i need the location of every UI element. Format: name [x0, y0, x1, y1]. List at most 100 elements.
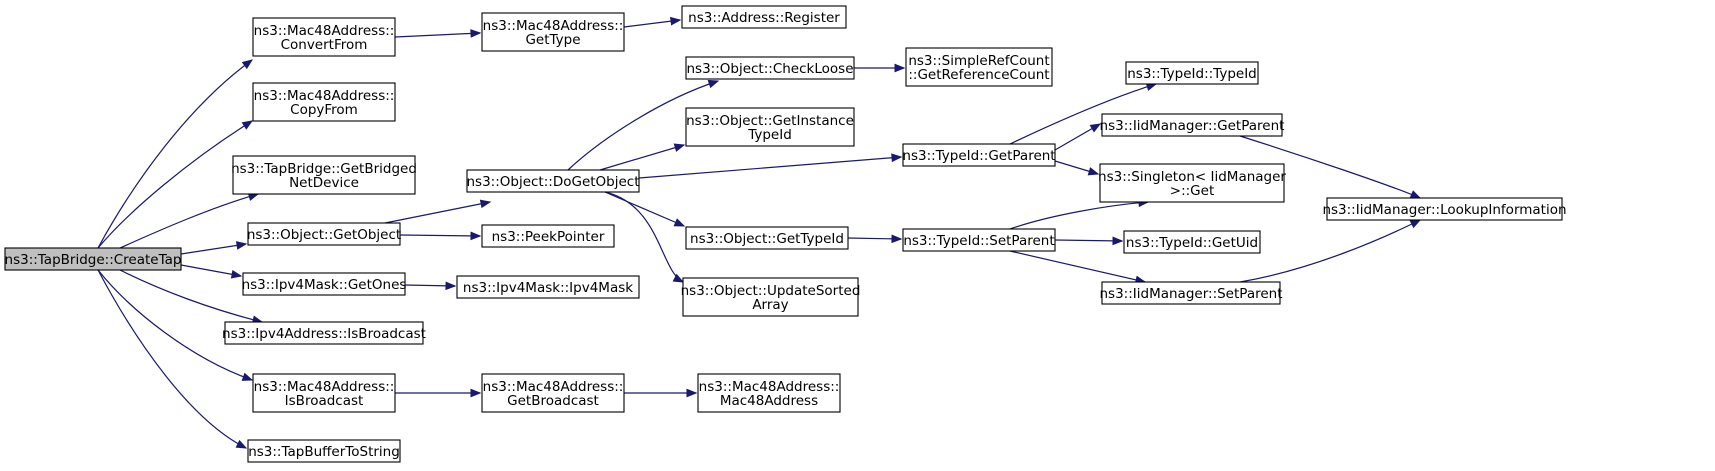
edge-n0-n8: [97, 269, 248, 449]
node-label: ns3::Address::Register: [688, 10, 840, 26]
node-label: ns3::Mac48Address::: [254, 23, 395, 39]
graph-node[interactable]: ns3::PeekPointer: [481, 224, 615, 248]
edge-line: [638, 156, 902, 179]
edge-line: [384, 201, 491, 224]
node-label: ns3::TypeId::GetUid: [1126, 235, 1258, 251]
graph-node[interactable]: ns3::Object::GetTypeId: [685, 226, 849, 250]
graph-node[interactable]: ns3::Ipv4Address::IsBroadcast: [222, 321, 426, 345]
node-label: ns3::IidManager::GetParent: [1100, 118, 1285, 134]
node-label: TypeId: [747, 127, 792, 143]
arrowhead: [670, 16, 682, 26]
node-label: GetType: [525, 32, 580, 48]
arrowhead: [241, 59, 254, 70]
edge-n10-n15: [567, 79, 720, 171]
node-label: ns3::TypeId::GetParent: [902, 148, 1055, 164]
root-node[interactable]: ns3::TapBridge::CreateTap: [4, 247, 182, 271]
graph-node[interactable]: ns3::Singleton< IidManager >::Get: [1098, 163, 1286, 203]
graph-node[interactable]: ns3::Object::DoGetObject: [466, 169, 640, 193]
edge-line: [97, 269, 253, 381]
node-label: ns3::Mac48Address::: [483, 379, 624, 395]
graph-node[interactable]: ns3::Mac48Address::CopyFrom: [252, 82, 396, 122]
node-box: [481, 373, 625, 413]
graph-node[interactable]: ns3::IidManager::SetParent: [1100, 281, 1283, 305]
node-label: Mac48Address: [720, 393, 818, 409]
arrowhead: [673, 143, 686, 152]
arrowhead: [707, 79, 720, 89]
arrowhead: [479, 199, 492, 209]
graph-node[interactable]: ns3::TypeId::SetParent: [902, 228, 1056, 252]
edge-n5-n12: [404, 281, 457, 291]
node-label: ::GetReferenceCount: [908, 67, 1049, 83]
node-box: [481, 12, 625, 52]
node-label: ns3::Ipv4Address::IsBroadcast: [222, 326, 426, 342]
arrowhead: [470, 388, 482, 398]
node-label: ns3::IidManager::LookupInformation: [1322, 202, 1566, 218]
node-label: ns3::TypeId::SetParent: [903, 233, 1054, 249]
graph-node[interactable]: ns3::Object::GetObject: [247, 222, 401, 246]
node-label: Array: [752, 297, 788, 313]
node-label: ns3::Object::GetTypeId: [690, 231, 844, 247]
arrowhead: [445, 281, 457, 291]
node-box: [685, 226, 849, 250]
edge-n10-n18: [604, 191, 685, 283]
node-label: ns3::Mac48Address::: [254, 379, 395, 395]
graph-node[interactable]: ns3::Mac48Address::IsBroadcast: [252, 373, 396, 413]
node-box: [247, 222, 401, 246]
arrowhead: [894, 63, 906, 73]
edge-line: [180, 264, 242, 277]
edge-line: [97, 269, 247, 449]
edge-n9-n14: [623, 16, 682, 28]
graph-node[interactable]: ns3::TypeId::GetParent: [902, 143, 1056, 167]
graph-node[interactable]: ns3::Address::Register: [681, 5, 847, 29]
edge-n21-n25: [1054, 160, 1100, 176]
arrowhead: [470, 231, 482, 241]
node-box: [682, 277, 859, 317]
node-label: ns3::TapBridge::GetBridged: [231, 161, 417, 177]
edge-n10-n17: [604, 191, 686, 227]
node-box: [902, 228, 1056, 252]
edge-n13-n19: [624, 388, 698, 398]
node-box: [905, 47, 1053, 87]
graph-node[interactable]: ns3::Mac48Address::ConvertFrom: [252, 17, 396, 57]
edge-n7-n13: [395, 388, 482, 398]
node-box: [1101, 281, 1281, 305]
node-label: ns3::Object::GetObject: [247, 227, 401, 243]
nodes-layer: ns3::TapBridge::CreateTapns3::Mac48Addre…: [4, 5, 1567, 463]
graph-node[interactable]: ns3::IidManager::LookupInformation: [1322, 197, 1567, 221]
node-label: ns3::Object::DoGetObject: [466, 174, 639, 190]
graph-node[interactable]: ns3::Mac48Address::GetBroadcast: [481, 373, 625, 413]
node-box: [685, 107, 855, 147]
graph-node[interactable]: ns3::Ipv4Mask::Ipv4Mask: [456, 275, 640, 299]
edge-n22-n26: [1054, 236, 1124, 246]
edge-n1-n9: [394, 29, 482, 38]
node-box: [247, 439, 401, 463]
graph-node[interactable]: ns3::IidManager::GetParent: [1100, 113, 1285, 137]
node-box: [1125, 61, 1259, 85]
arrowhead: [241, 120, 254, 130]
graph-node[interactable]: ns3::SimpleRefCount::GetReferenceCount: [905, 47, 1053, 87]
node-box: [232, 155, 416, 195]
edge-line: [97, 59, 253, 249]
node-label: ns3::Object::CheckLoose: [686, 61, 853, 77]
graph-node[interactable]: ns3::Mac48Address::GetType: [481, 12, 625, 52]
node-box: [1326, 197, 1563, 221]
edge-n10-n16: [599, 143, 686, 171]
graph-node[interactable]: ns3::Object::CheckLoose: [685, 56, 855, 80]
graph-node[interactable]: ns3::TypeId::GetUid: [1123, 230, 1261, 254]
graph-node[interactable]: ns3::TapBufferToString: [247, 439, 401, 463]
edge-line: [119, 193, 259, 249]
node-box: [252, 373, 396, 413]
graph-node[interactable]: ns3::Ipv4Mask::GetOnes: [242, 272, 407, 296]
edge-line: [1009, 250, 1146, 283]
edge-n21-n23: [1009, 82, 1158, 145]
graph-node[interactable]: ns3::Mac48Address::Mac48Address: [697, 373, 841, 413]
node-box: [1123, 230, 1261, 254]
graph-node[interactable]: ns3::TypeId::TypeId: [1125, 61, 1259, 85]
node-box: [466, 169, 640, 193]
edge-line: [1239, 135, 1421, 199]
node-label: NetDevice: [289, 175, 359, 191]
